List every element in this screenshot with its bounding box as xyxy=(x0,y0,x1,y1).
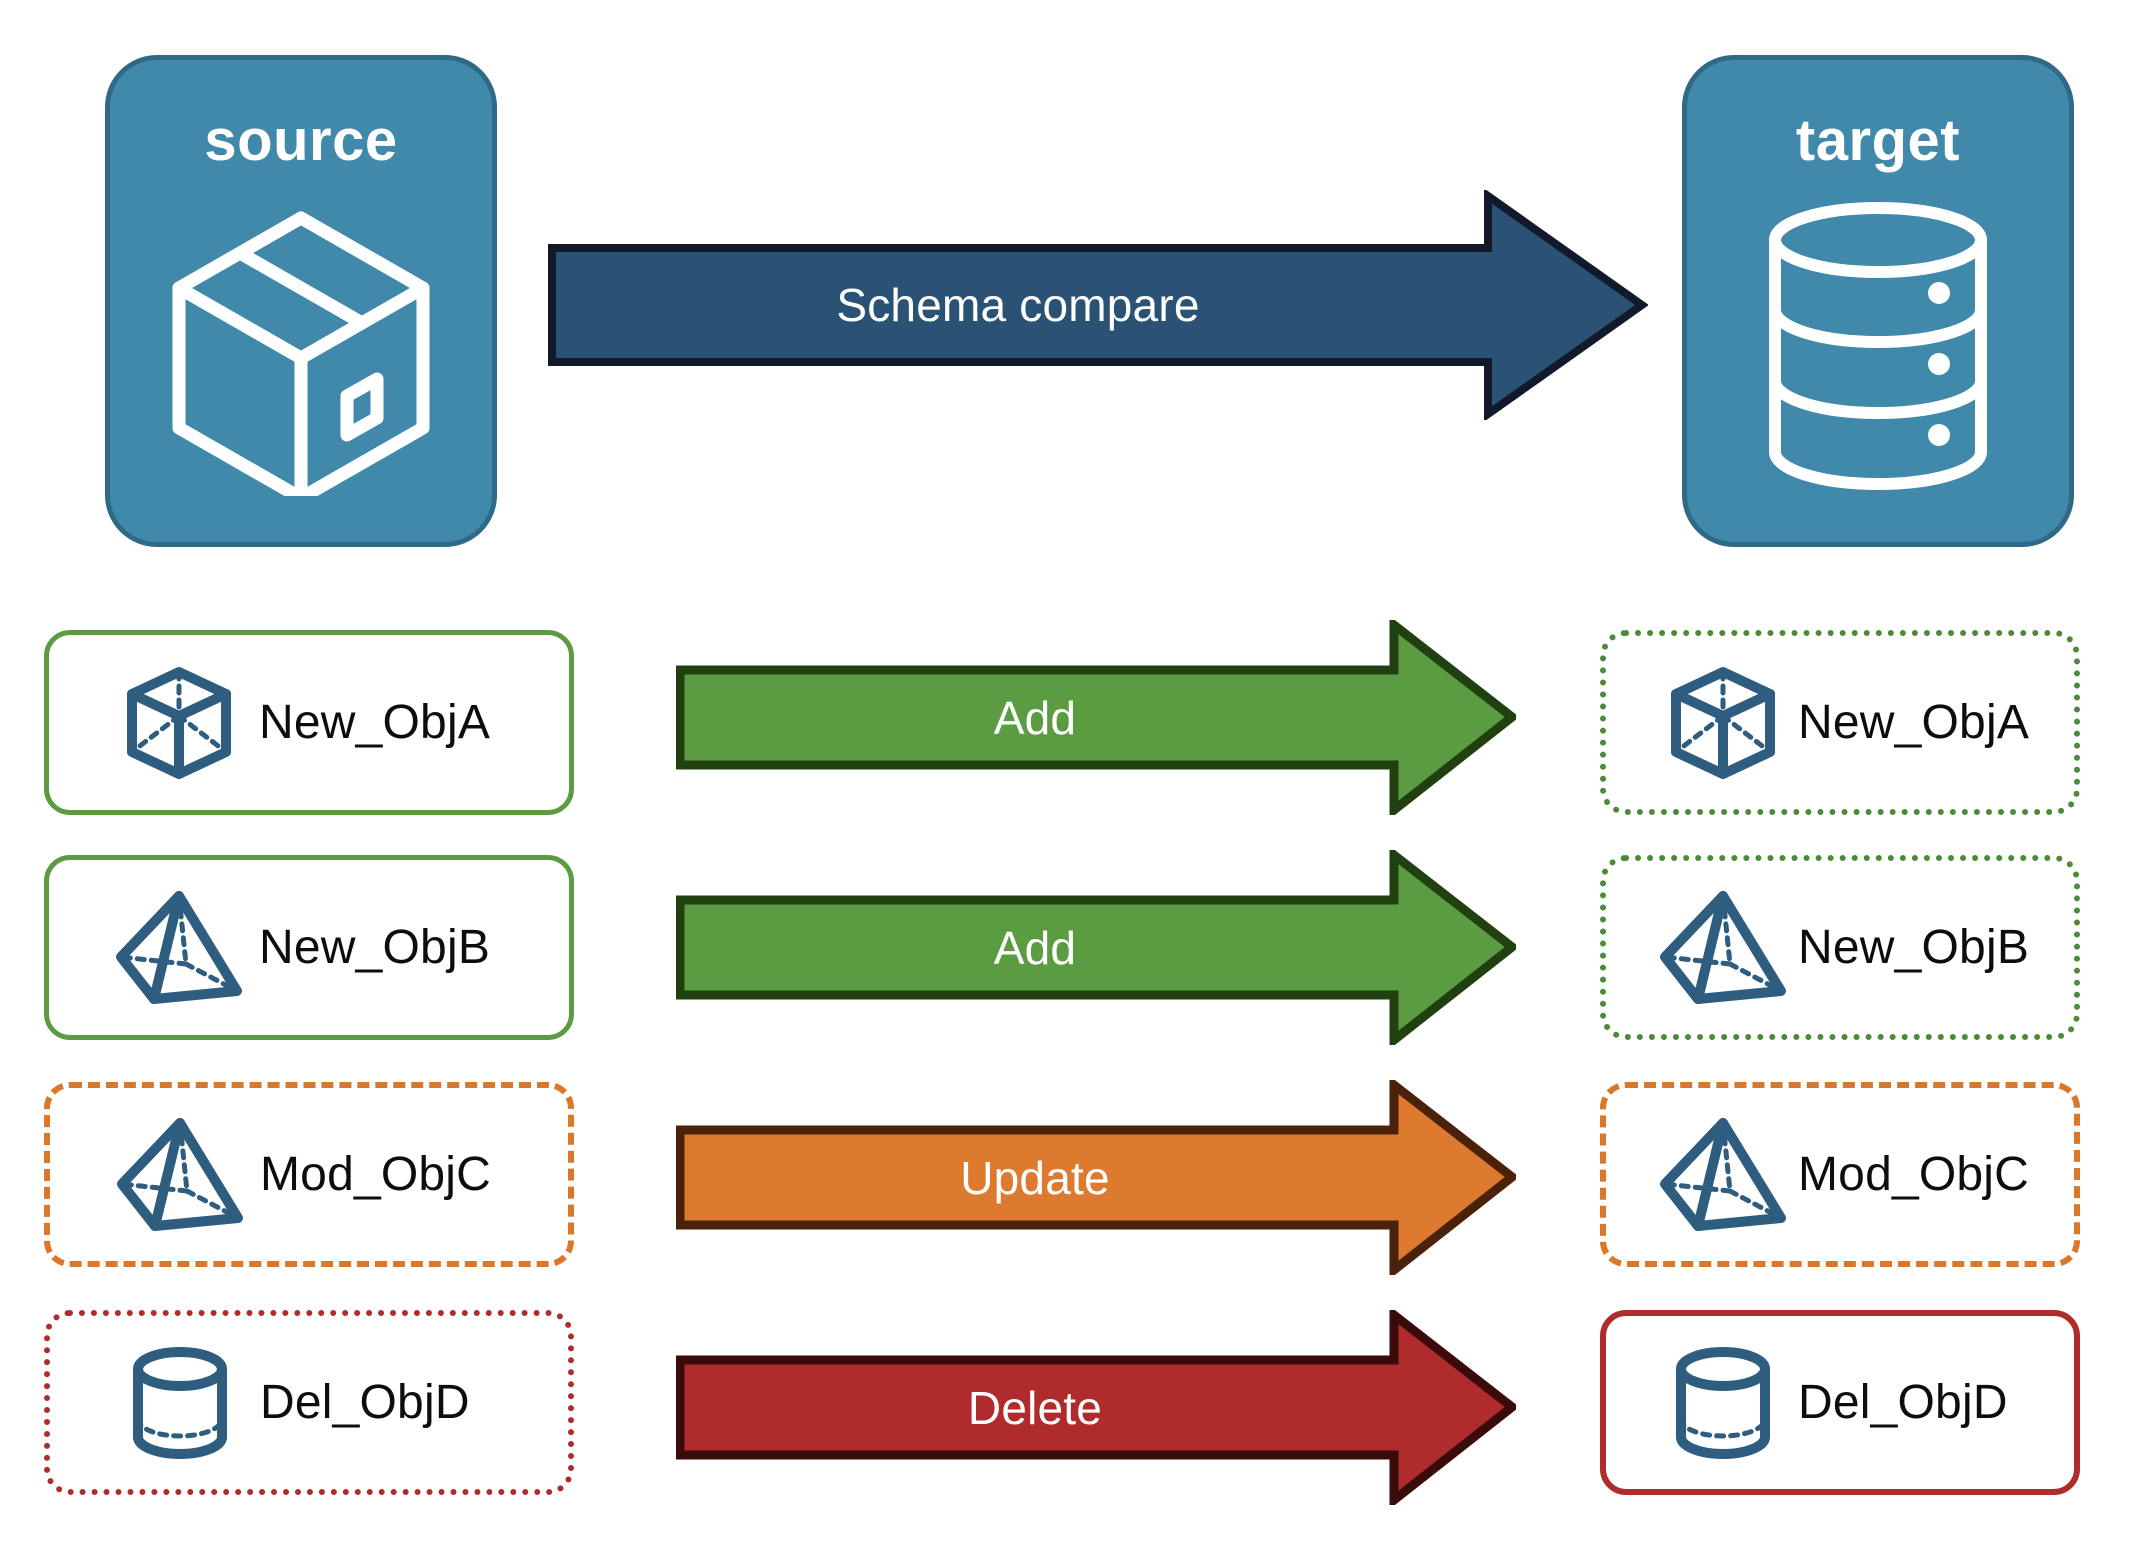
wireframe-cube-icon xyxy=(1648,664,1798,782)
source-object-label-3: Mod_ObjC xyxy=(260,1148,492,1201)
wireframe-pyramid-icon xyxy=(99,888,259,1008)
action-arrow-4: Delete xyxy=(675,1305,1520,1510)
database-cylinder-icon xyxy=(1753,196,2003,501)
action-arrow-2: Add xyxy=(675,845,1520,1050)
target-object-label-1: New_ObjA xyxy=(1798,696,2030,749)
source-object-label-2: New_ObjB xyxy=(259,921,491,974)
target-object-card-3[interactable]: Mod_ObjC xyxy=(1600,1082,2080,1267)
target-object-label-2: New_ObjB xyxy=(1798,921,2030,974)
source-object-card-2[interactable]: New_ObjB xyxy=(44,855,574,1040)
wireframe-pyramid-icon xyxy=(100,1115,260,1235)
wireframe-cube-icon xyxy=(99,664,259,782)
source-object-card-1[interactable]: New_ObjA xyxy=(44,630,574,815)
source-object-card-4[interactable]: Del_ObjD xyxy=(44,1310,574,1495)
action-arrow-1: Add xyxy=(675,615,1520,820)
target-object-label-3: Mod_ObjC xyxy=(1798,1148,2030,1201)
wireframe-cylinder-icon xyxy=(100,1343,260,1463)
action-arrow-3: Update xyxy=(675,1075,1520,1280)
target-object-label-4: Del_ObjD xyxy=(1798,1376,2008,1429)
target-object-card-1[interactable]: New_ObjA xyxy=(1600,630,2080,815)
source-title: source xyxy=(204,108,398,173)
target-object-card-4[interactable]: Del_ObjD xyxy=(1600,1310,2080,1495)
source-object-card-3[interactable]: Mod_ObjC xyxy=(44,1082,574,1267)
target-endpoint-card: target xyxy=(1682,55,2074,547)
target-title: target xyxy=(1795,108,1961,173)
source-endpoint-card: source xyxy=(105,55,497,547)
wireframe-pyramid-icon xyxy=(1648,888,1798,1008)
source-object-label-1: New_ObjA xyxy=(259,696,491,749)
wireframe-cylinder-icon xyxy=(1648,1343,1798,1463)
schema-compare-arrow: Schema compare xyxy=(548,188,1649,422)
wireframe-pyramid-icon xyxy=(1648,1115,1798,1235)
target-object-card-2[interactable]: New_ObjB xyxy=(1600,855,2080,1040)
package-box-icon xyxy=(151,196,451,505)
source-object-label-4: Del_ObjD xyxy=(260,1376,470,1429)
